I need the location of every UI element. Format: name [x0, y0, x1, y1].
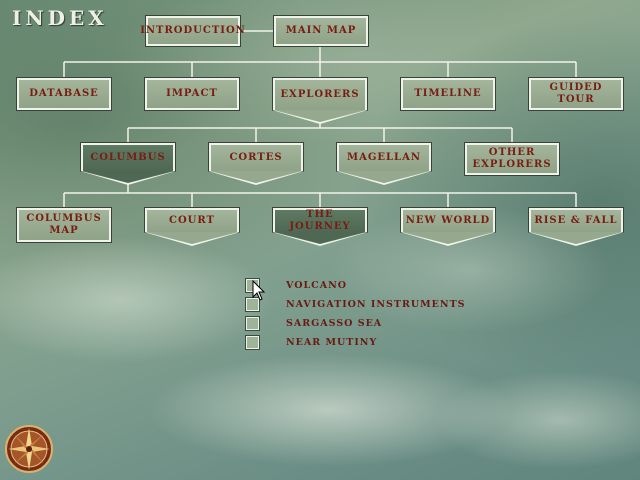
compass-rose-icon[interactable]: [4, 424, 54, 474]
topic-near-mutiny[interactable]: NEAR MUTINY: [245, 334, 456, 350]
other-explorers-button[interactable]: OTHER EXPLORERS: [464, 142, 560, 176]
cortes-button[interactable]: CORTES: [208, 142, 304, 182]
columbus-map-button[interactable]: COLUMBUS MAP: [16, 207, 112, 243]
explorers-button[interactable]: EXPLORERS: [272, 77, 368, 121]
near-mutiny-checkbox[interactable]: [245, 334, 260, 350]
the-journey-button[interactable]: THE JOURNEY: [272, 207, 368, 243]
court-button[interactable]: COURT: [144, 207, 240, 243]
database-button[interactable]: DATABASE: [16, 77, 112, 111]
arrow-cursor-icon: [252, 280, 266, 301]
main-map-button[interactable]: MAIN MAP: [273, 15, 369, 47]
topic-navigation-instruments[interactable]: NAVIGATION INSTRUMENTS: [245, 296, 465, 312]
topic-label: NEAR MUTINY: [286, 336, 378, 348]
topic-label: VOLCANO: [286, 279, 348, 291]
impact-button[interactable]: IMPACT: [144, 77, 240, 111]
introduction-button[interactable]: INTRODUCTION: [140, 15, 245, 47]
topic-volcano[interactable]: VOLCANO: [245, 277, 456, 293]
timeline-button[interactable]: TIMELINE: [400, 77, 496, 111]
topic-label: NAVIGATION INSTRUMENTS: [286, 298, 466, 310]
sargasso-sea-checkbox[interactable]: [245, 315, 260, 331]
topic-label: SARGASSO SEA: [286, 317, 383, 329]
magellan-button[interactable]: MAGELLAN: [336, 142, 432, 182]
columbus-button[interactable]: COLUMBUS: [80, 142, 176, 182]
rise-and-fall-button[interactable]: RISE & FALL: [528, 207, 624, 243]
page-title: INDEX: [12, 6, 108, 30]
new-world-button[interactable]: NEW WORLD: [400, 207, 496, 243]
topic-sargasso-sea[interactable]: SARGASSO SEA: [245, 315, 456, 331]
guided-tour-button[interactable]: GUIDED TOUR: [528, 77, 624, 111]
